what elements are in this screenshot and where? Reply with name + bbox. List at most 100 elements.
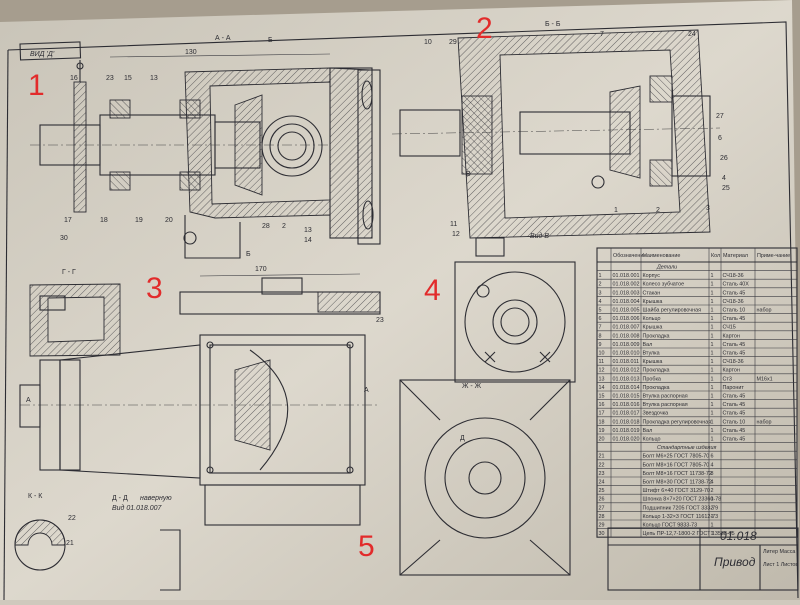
svg-text:11: 11 bbox=[450, 221, 457, 228]
spec-cell-qty: 1 bbox=[711, 411, 714, 417]
stamp-name: Привод bbox=[714, 555, 756, 569]
spec-cell-code: 01.018.013 bbox=[613, 376, 640, 382]
spec-cell-name: Штифт 6×40 ГОСТ 3129-70 bbox=[643, 488, 710, 494]
svg-text:16: 16 bbox=[70, 75, 78, 82]
svg-text:4: 4 bbox=[722, 175, 726, 182]
spec-cell-pos: 27 bbox=[599, 505, 605, 511]
spec-cell-pos: 25 bbox=[599, 488, 605, 494]
spec-cell-pos: 7 bbox=[599, 325, 602, 331]
stamp-designation: 01.018 bbox=[720, 529, 757, 543]
spec-cell-qty: 1 bbox=[711, 523, 714, 529]
spec-cell-code: 01.018.008 bbox=[613, 333, 640, 339]
spec-cell-pos: 19 bbox=[599, 428, 605, 434]
spec-cell-mat: Сталь 45 bbox=[723, 411, 746, 417]
section-aa-label: А - А bbox=[215, 35, 231, 42]
red-number-1: 1 bbox=[28, 69, 45, 102]
spec-cell-qty: 2 bbox=[711, 505, 714, 511]
spec-cell-pos: 14 bbox=[599, 385, 605, 391]
spec-cell-pos: 23 bbox=[599, 471, 605, 477]
svg-text:17: 17 bbox=[64, 217, 72, 224]
spec-cell-code: 01.018.001 bbox=[613, 273, 640, 279]
spec-cell-name: Пробка bbox=[643, 376, 661, 382]
svg-text:21: 21 bbox=[66, 540, 74, 547]
svg-text:18: 18 bbox=[100, 217, 108, 224]
spec-cell-mat: Картон bbox=[723, 368, 740, 374]
spec-cell-note: набор bbox=[757, 308, 772, 314]
dim-bottom: 170 bbox=[255, 266, 267, 273]
section-dd-label: Д - Д bbox=[112, 495, 128, 502]
spec-cell-pos: 8 bbox=[599, 333, 602, 339]
svg-text:13: 13 bbox=[150, 75, 158, 82]
svg-text:А: А bbox=[26, 397, 31, 404]
spec-cell-qty: 1 bbox=[711, 290, 714, 296]
spec-cell-pos: 17 bbox=[599, 411, 605, 417]
spec-cell-name: Прокладка регулировочная bbox=[643, 419, 712, 425]
svg-text:12: 12 bbox=[452, 231, 460, 238]
spec-cell-name: Крышка bbox=[643, 325, 663, 331]
spec-cell-pos: 6 bbox=[599, 316, 602, 322]
corner-tag-box bbox=[19, 41, 82, 61]
spec-cell-mat: Ст3 bbox=[723, 376, 732, 382]
spec-cell-name: Крышка bbox=[643, 299, 663, 305]
svg-text:27: 27 bbox=[716, 113, 724, 120]
svg-text:23: 23 bbox=[376, 317, 384, 324]
spec-cell-qty: 1 bbox=[711, 368, 714, 374]
spec-cell-code: 01.018.017 bbox=[613, 411, 640, 417]
spec-cell-code: 01.018.012 bbox=[613, 368, 640, 374]
spec-cell-qty: 6 bbox=[711, 454, 714, 460]
spec-cell-mat: Сталь 10 bbox=[723, 419, 746, 425]
svg-text:Д: Д bbox=[460, 435, 465, 442]
spec-cell-qty: 8 bbox=[711, 471, 714, 477]
spec-cell-name: Вал bbox=[643, 342, 653, 348]
red-number-2: 2 bbox=[476, 12, 493, 45]
red-number-4: 4 bbox=[424, 274, 441, 307]
spec-table-section: Детали bbox=[656, 265, 677, 271]
svg-text:13: 13 bbox=[304, 227, 312, 234]
spec-cell-mat: Паронит bbox=[723, 385, 745, 391]
spec-cell-qty: 1 bbox=[711, 437, 714, 443]
spec-cell-name: Шайба регулировочная bbox=[643, 307, 702, 314]
view-section-aa: А - А 130 16 23 15 13 bbox=[30, 35, 381, 259]
view-4: Ж - Ж bbox=[454, 261, 576, 390]
spec-table-header: Обозначение bbox=[613, 253, 646, 259]
spec-cell-pos: 28 bbox=[599, 514, 605, 520]
svg-text:25: 25 bbox=[722, 185, 730, 192]
spec-cell-code: 01.018.020 bbox=[613, 437, 640, 443]
svg-text:1: 1 bbox=[614, 207, 618, 214]
spec-cell-pos: 26 bbox=[599, 497, 605, 503]
spec-cell-name: Кольцо bbox=[643, 316, 661, 322]
spec-cell-qty: 4 bbox=[711, 480, 714, 486]
view-plan: Г - Г 170 23 А А К - К 22 21 Д - Д bbox=[14, 266, 384, 591]
red-number-5: 5 bbox=[358, 530, 375, 563]
spec-cell-name: Подшипник 7205 ГОСТ 333-79 bbox=[643, 505, 719, 511]
spec-cell-pos: 4 bbox=[599, 299, 602, 305]
spec-cell-code: 01.018.016 bbox=[613, 402, 640, 408]
spec-cell-qty: 1 bbox=[711, 273, 714, 279]
spec-cell-qty: 1 bbox=[711, 351, 714, 357]
svg-text:24: 24 bbox=[688, 31, 696, 38]
spec-table-header: Материал bbox=[723, 253, 748, 259]
section-gg-label: Г - Г bbox=[62, 269, 76, 276]
spec-cell-qty: 1 bbox=[711, 419, 714, 425]
spec-cell-pos: 22 bbox=[599, 462, 605, 468]
spec-table-header: Приме-чание bbox=[757, 253, 790, 259]
svg-text:29: 29 bbox=[449, 39, 457, 46]
sheet-frame bbox=[7, 21, 799, 599]
spec-cell-pos: 29 bbox=[599, 523, 605, 529]
stamp-small-2: Лист 1 Листов bbox=[763, 562, 798, 568]
spec-cell-code: 01.018.015 bbox=[613, 394, 640, 400]
spec-cell-mat: СЧ18-36 bbox=[723, 299, 744, 305]
svg-text:10: 10 bbox=[424, 39, 432, 46]
svg-text:26: 26 bbox=[720, 155, 728, 162]
view-5: Д bbox=[399, 379, 571, 576]
corner-tag: ВИД 'Д' bbox=[30, 51, 55, 58]
spec-cell-mat: СЧ18-36 bbox=[723, 273, 744, 279]
spec-cell-name: Крышка bbox=[643, 359, 663, 365]
spec-cell-pos: 11 bbox=[599, 359, 605, 365]
spec-cell-code: 01.018.003 bbox=[613, 290, 640, 296]
spec-cell-name: Кольцо 1-32×3 ГОСТ 11612-73 bbox=[643, 514, 719, 520]
spec-cell-qty: 1 bbox=[711, 359, 714, 365]
spec-cell-pos: 15 bbox=[599, 394, 605, 400]
spec-cell-pos: 1 bbox=[599, 273, 602, 279]
spec-cell-name: Болт М6×25 ГОСТ 7805-70 bbox=[643, 454, 710, 460]
